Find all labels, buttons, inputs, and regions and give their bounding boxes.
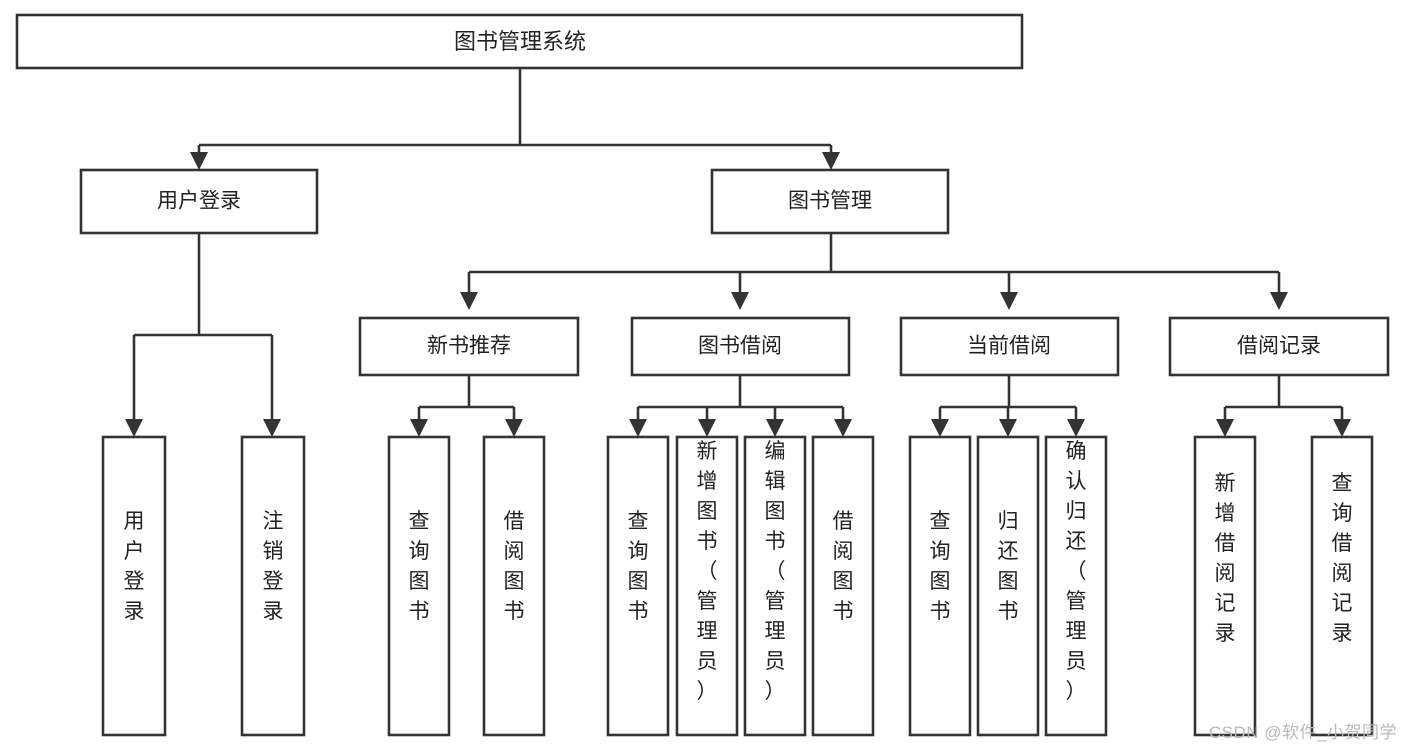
arrow-newbook-l2 [505, 419, 523, 437]
arrow-borrow-l4 [834, 419, 852, 437]
node-current-borrow-label: 当前借阅 [967, 335, 1051, 358]
connectors-new-book [410, 375, 523, 437]
node-new-book-recommend[interactable]: 新书推荐 [358, 316, 580, 377]
arrow-current-l3 [1067, 419, 1085, 437]
connectors-book-manage [460, 233, 1288, 310]
arrow-borrow-l2 [698, 419, 716, 437]
arrow-root-to-user [190, 152, 208, 170]
arrow-user-leaf1 [125, 419, 143, 437]
leaf-book-borrow-1-label: 查询图书 [628, 510, 649, 623]
leaf-user-login-2-box[interactable] [240, 435, 306, 737]
leaf-current-borrow-1[interactable]: 查询图书 [908, 435, 972, 737]
leaf-borrow-record-1[interactable]: 新增借阅记录 [1193, 435, 1257, 737]
leaf-new-book-2-box[interactable] [482, 435, 546, 737]
leaf-book-borrow-3-label: 编辑图书（管理员） [765, 440, 786, 703]
node-root-label: 图书管理系统 [454, 29, 586, 54]
node-book-manage-label: 图书管理 [788, 190, 872, 213]
arrow-root-to-books [822, 152, 840, 170]
leaf-book-borrow-4-box[interactable] [811, 435, 875, 737]
arrow-borrow-l3 [766, 419, 784, 437]
leaf-new-book-2-label: 借阅图书 [504, 510, 525, 623]
leaf-current-borrow-1-box[interactable] [908, 435, 972, 737]
leaf-new-book-1[interactable]: 查询图书 [387, 435, 451, 737]
leaf-borrow-record-2-box[interactable] [1310, 435, 1374, 737]
connectors-borrow-record [1216, 375, 1351, 437]
leaf-current-borrow-3-label: 确认归还（管理员） [1066, 440, 1087, 703]
arrow-record-l2 [1333, 419, 1351, 437]
node-user-login[interactable]: 用户登录 [79, 168, 319, 235]
leaf-user-login-1-box[interactable] [101, 435, 167, 737]
leaf-book-borrow-1-box[interactable] [606, 435, 670, 737]
leaf-borrow-record-1-box[interactable] [1193, 435, 1257, 737]
node-current-borrow[interactable]: 当前借阅 [899, 316, 1120, 377]
leaf-borrow-record-1-label: 新增借阅记录 [1215, 472, 1236, 645]
leaf-borrow-record-2[interactable]: 查询借阅记录 [1310, 435, 1374, 737]
leaf-book-borrow-2-box[interactable] [675, 435, 739, 737]
leaf-book-borrow-4[interactable]: 借阅图书 [811, 435, 875, 737]
leaf-book-borrow-3-box[interactable] [743, 435, 807, 737]
node-new-book-recommend-label: 新书推荐 [427, 335, 511, 358]
leaf-borrow-record-2-label: 查询借阅记录 [1332, 472, 1353, 645]
leaf-current-borrow-1-label: 查询图书 [930, 510, 951, 623]
leaf-book-borrow-3[interactable]: 编辑图书（管理员） [743, 435, 807, 737]
node-root-box[interactable] [15, 13, 1024, 70]
node-book-borrow[interactable]: 图书借阅 [630, 316, 851, 377]
arrow-newbook-l1 [410, 419, 428, 437]
node-book-borrow-label: 图书借阅 [698, 335, 782, 358]
node-user-login-box[interactable] [79, 168, 319, 235]
connectors-root [190, 68, 840, 170]
leaf-current-borrow-3-box[interactable] [1044, 435, 1108, 737]
arrow-books-c3 [1000, 292, 1018, 310]
leaf-user-login-2[interactable]: 注销登录 [240, 435, 306, 737]
connectors-user-login [125, 233, 281, 437]
leaf-new-book-1-box[interactable] [387, 435, 451, 737]
leaf-new-book-2[interactable]: 借阅图书 [482, 435, 546, 737]
arrow-books-c2 [731, 292, 749, 310]
node-borrow-record[interactable]: 借阅记录 [1168, 316, 1390, 377]
leaf-book-borrow-2-label: 新增图书（管理员） [697, 440, 718, 703]
node-book-borrow-box[interactable] [630, 316, 851, 377]
node-book-manage-box[interactable] [710, 168, 950, 235]
node-new-book-recommend-box[interactable] [358, 316, 580, 377]
leaf-user-login-1[interactable]: 用户登录 [101, 435, 167, 737]
connectors-book-borrow [629, 375, 852, 437]
leaf-user-login-2-label: 注销登录 [263, 510, 284, 623]
arrow-record-l1 [1216, 419, 1234, 437]
arrow-current-l2 [999, 419, 1017, 437]
arrow-user-leaf2 [263, 419, 281, 437]
node-borrow-record-label: 借阅记录 [1237, 335, 1321, 358]
csdn-watermark: CSDN @软件_小贺同学 [1208, 723, 1397, 742]
arrow-current-l1 [931, 419, 949, 437]
leaf-current-borrow-3[interactable]: 确认归还（管理员） [1044, 435, 1108, 737]
leaf-current-borrow-2[interactable]: 归还图书 [976, 435, 1040, 737]
leaf-book-borrow-1[interactable]: 查询图书 [606, 435, 670, 737]
node-borrow-record-box[interactable] [1168, 316, 1390, 377]
leaf-new-book-1-label: 查询图书 [409, 510, 430, 623]
node-current-borrow-box[interactable] [899, 316, 1120, 377]
node-book-manage[interactable]: 图书管理 [710, 168, 950, 235]
leaf-current-borrow-2-box[interactable] [976, 435, 1040, 737]
node-user-login-label: 用户登录 [157, 190, 241, 213]
connectors-current-borrow [931, 375, 1085, 437]
arrow-books-c4 [1270, 292, 1288, 310]
leaf-book-borrow-4-label: 借阅图书 [833, 510, 854, 623]
arrow-books-c1 [460, 292, 478, 310]
leaf-user-login-1-label: 用户登录 [124, 510, 145, 623]
leaf-book-borrow-2[interactable]: 新增图书（管理员） [675, 435, 739, 737]
node-root[interactable]: 图书管理系统 [15, 13, 1024, 70]
leaf-current-borrow-2-label: 归还图书 [998, 510, 1019, 623]
arrow-borrow-l1 [629, 419, 647, 437]
